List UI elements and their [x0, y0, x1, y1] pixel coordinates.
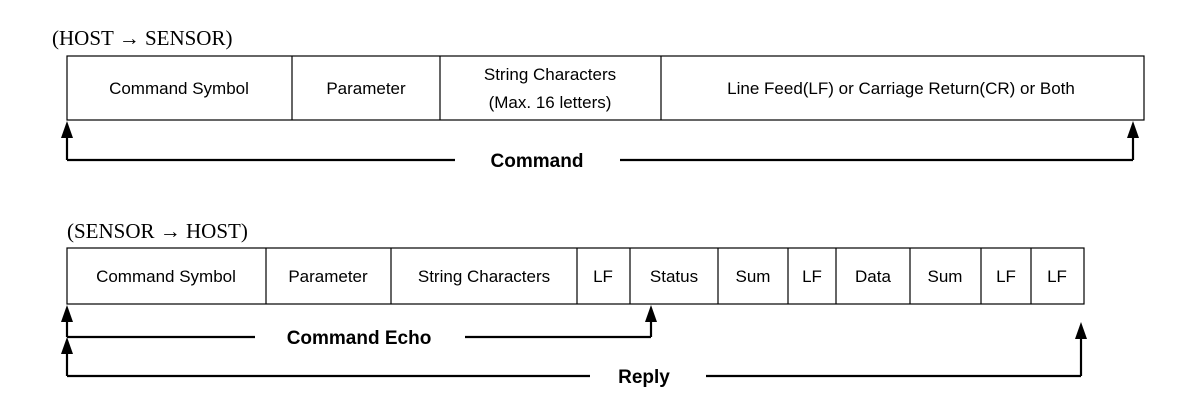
arrowhead-icon	[1127, 121, 1139, 138]
command-label: Command	[491, 151, 584, 172]
arrowhead-icon	[645, 305, 657, 322]
string-characters-cell: String Characters	[484, 65, 616, 84]
reply-frame-box	[66, 247, 1085, 305]
parameter-cell: Parameter	[326, 79, 406, 98]
sensor-to-host-section: (SENSOR → HOST) Command Symbol Parameter…	[61, 219, 1087, 388]
host-to-sensor-section: (HOST → SENSOR) Command Symbol Parameter…	[52, 26, 1145, 172]
parameter-cell: Parameter	[288, 267, 368, 286]
line-feed-cell: Line Feed(LF) or Carriage Return(CR) or …	[727, 79, 1075, 98]
arrowhead-icon	[61, 337, 73, 354]
sum-cell: Sum	[928, 267, 963, 286]
command-symbol-cell: Command Symbol	[109, 79, 249, 98]
arrowhead-icon	[1075, 322, 1087, 339]
reply-span-arrow	[61, 322, 1087, 378]
command-span-arrow	[61, 121, 1139, 162]
data-cell: Data	[855, 267, 891, 286]
host-to-sensor-title: (HOST → SENSOR)	[52, 26, 232, 50]
command-echo-span-arrow	[61, 305, 657, 339]
command-echo-label: Command Echo	[287, 328, 432, 349]
command-frame-box	[66, 55, 1145, 121]
status-cell: Status	[650, 267, 698, 286]
string-characters-max-note: (Max. 16 letters)	[489, 93, 612, 112]
command-symbol-cell: Command Symbol	[96, 267, 236, 286]
lf-cell: LF	[802, 267, 822, 286]
string-characters-cell: String Characters	[418, 267, 550, 286]
arrowhead-icon	[61, 121, 73, 138]
lf-cell: LF	[593, 267, 613, 286]
sum-cell: Sum	[736, 267, 771, 286]
arrowhead-icon	[61, 305, 73, 322]
sensor-to-host-title: (SENSOR → HOST)	[67, 219, 248, 243]
lf-cell: LF	[1047, 267, 1067, 286]
lf-cell: LF	[996, 267, 1016, 286]
reply-label: Reply	[618, 367, 670, 388]
